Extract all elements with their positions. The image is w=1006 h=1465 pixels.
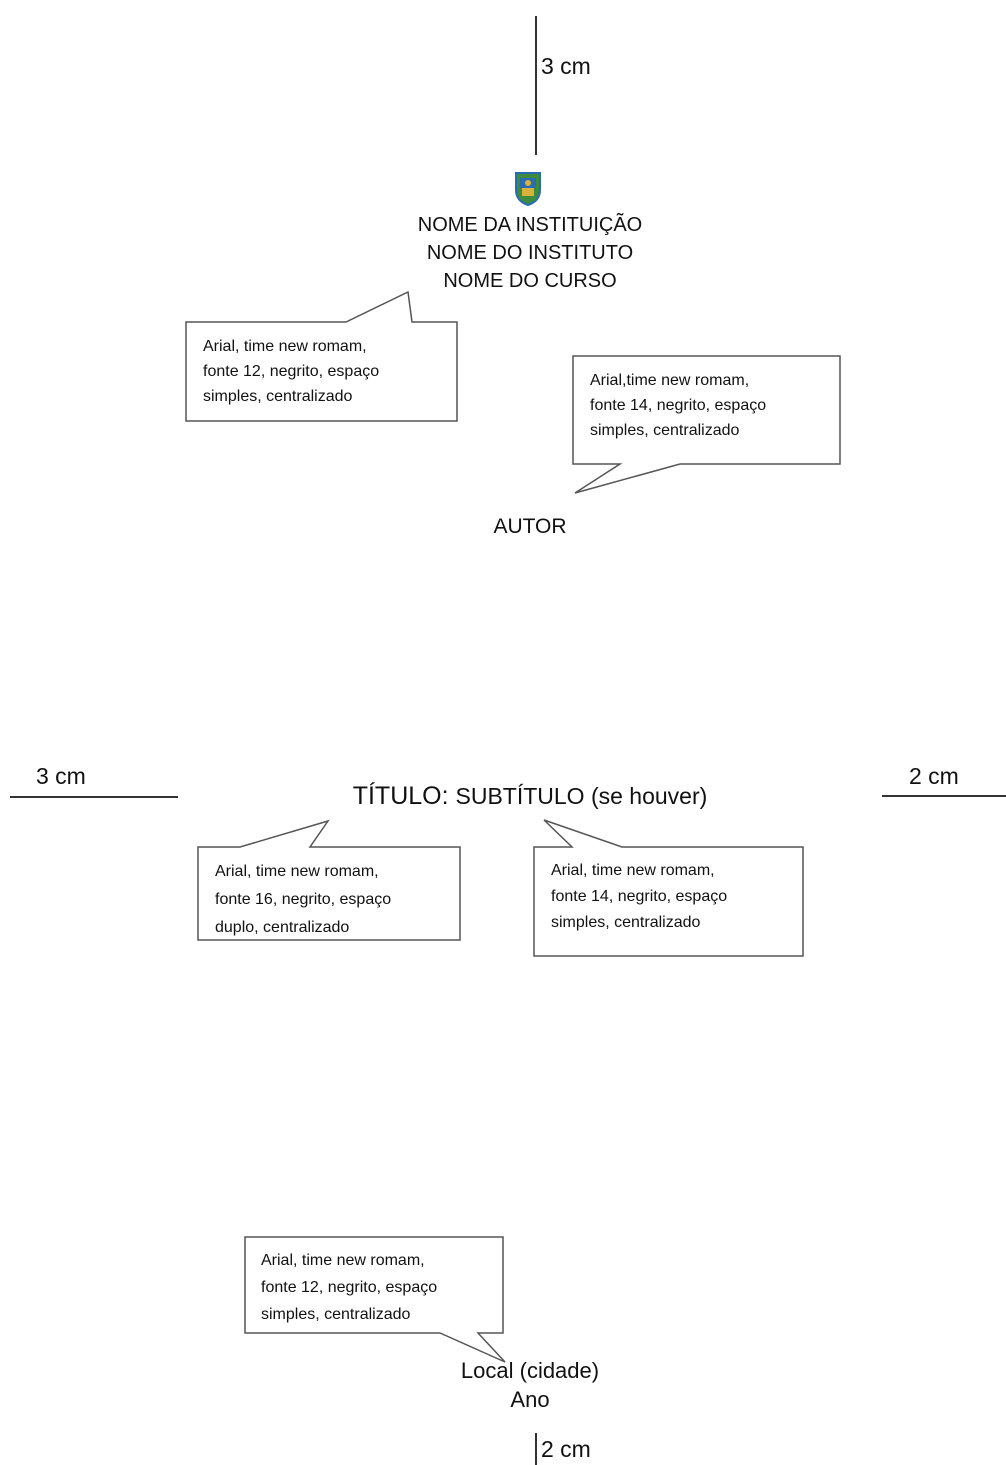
header-note: Arial, time new romam, fonte 12, negrito… (203, 334, 379, 409)
title-note-line-1: Arial, time new romam, (215, 863, 379, 880)
author-note-line-3: simples, centralizado (590, 422, 740, 439)
institution-logo (515, 172, 541, 206)
subtitle-note-line-2: fonte 14, negrito, espaço (551, 888, 728, 905)
place-city: Local (cidade) (460, 1358, 600, 1383)
title-main: TÍTULO: (352, 782, 449, 810)
title-note-line-3: duplo, centralizado (215, 919, 350, 936)
title-note: Arial, time new romam, fonte 16, negrito… (215, 858, 391, 942)
author-note: Arial,time new romam, fonte 14, negrito,… (590, 368, 766, 443)
bottom-margin-label: 2 cm (541, 1436, 591, 1462)
year: Ano (510, 1387, 550, 1412)
title-note-line-2: fonte 16, negrito, espaço (215, 891, 392, 908)
institute-name: NOME DO INSTITUTO (426, 242, 634, 264)
subtitle-note-line-1: Arial, time new romam, (551, 862, 715, 879)
header-note-line-2: fonte 12, negrito, espaço (203, 363, 380, 380)
header-note-line-3: simples, centralizado (203, 388, 353, 405)
footer-note-line-2: fonte 12, negrito, espaço (261, 1279, 438, 1296)
header-note-line-1: Arial, time new romam, (203, 338, 367, 355)
subtitle-note-line-3: simples, centralizado (551, 914, 701, 931)
top-margin-label: 3 cm (541, 53, 591, 79)
institution-name: NOME DA INSTITUIÇÃO (417, 214, 643, 236)
author-note-line-2: fonte 14, negrito, espaço (590, 397, 767, 414)
footer-note-line-3: simples, centralizado (261, 1306, 411, 1323)
title-subtitle: SUBTÍTULO (se houver) (455, 783, 708, 809)
author-note-line-1: Arial,time new romam, (590, 372, 750, 389)
footer-note-line-1: Arial, time new romam, (261, 1252, 425, 1269)
left-margin-label: 3 cm (36, 763, 86, 789)
title-line: TÍTULO: SUBTÍTULO (se houver) (300, 782, 760, 811)
footer-note: Arial, time new romam, fonte 12, negrito… (261, 1247, 437, 1328)
course-name: NOME DO CURSO (443, 270, 617, 292)
author-name: AUTOR (493, 515, 567, 538)
subtitle-note: Arial, time new romam, fonte 14, negrito… (551, 858, 727, 936)
right-margin-label: 2 cm (909, 763, 959, 789)
